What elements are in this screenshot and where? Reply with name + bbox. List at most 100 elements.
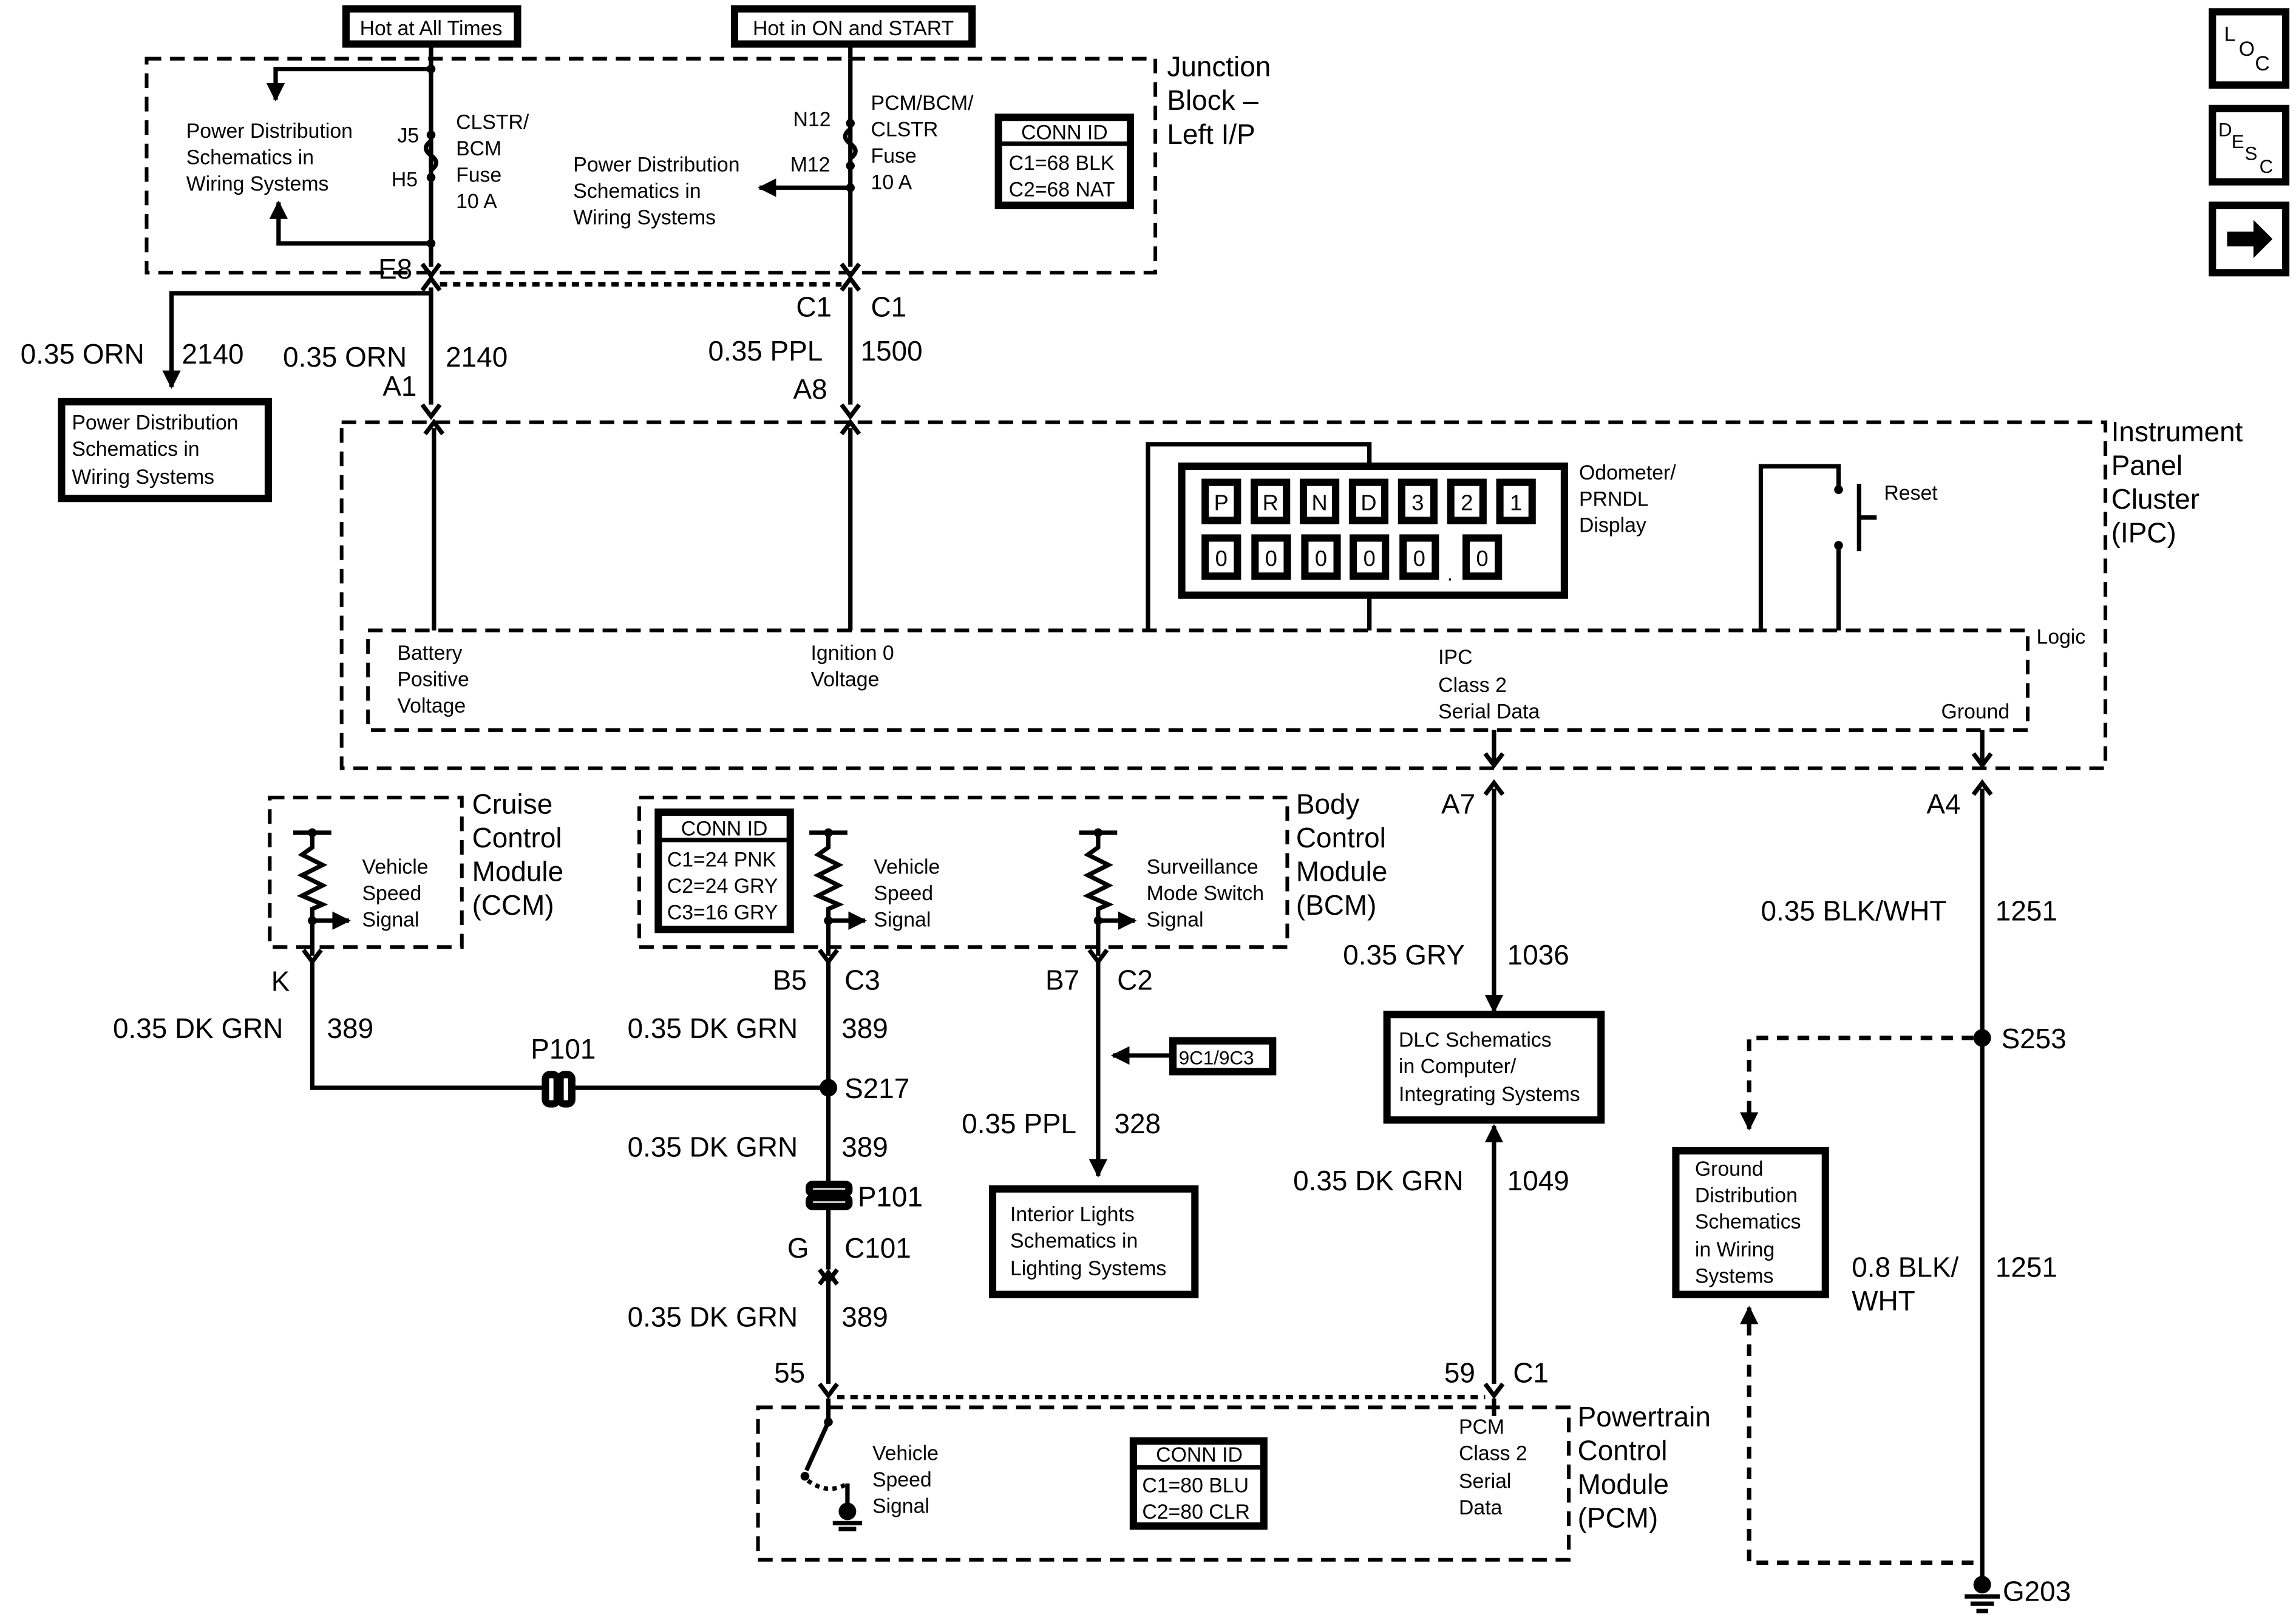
- svg-text:C1: C1: [1513, 1357, 1549, 1389]
- loc-icon: LOC: [2224, 23, 2270, 75]
- odometer-digit: 0: [1399, 534, 1439, 580]
- svg-text:Ground: Ground: [1695, 1158, 1764, 1181]
- svg-text:Control: Control: [1578, 1434, 1668, 1466]
- svg-text:0.35 ORN: 0.35 ORN: [21, 338, 144, 370]
- power-dist-ref-box[interactable]: Power Distribution Schematics in Wiring …: [58, 398, 272, 503]
- svg-text:1251: 1251: [1995, 1252, 2057, 1283]
- svg-text:1049: 1049: [1507, 1165, 1569, 1196]
- svg-text:PCM: PCM: [1459, 1415, 1504, 1439]
- loc-button[interactable]: LOC: [2209, 8, 2290, 89]
- junction-conn-id: CONN ID C1=68 BLK C2=68 NAT: [994, 114, 1135, 209]
- prndl-cell: 3: [1398, 478, 1438, 524]
- hot-all-times-header: Hot at All Times: [342, 5, 521, 48]
- svg-text:Powertrain: Powertrain: [1578, 1401, 1711, 1432]
- svg-text:D: D: [2218, 120, 2232, 141]
- svg-text:Schematics: Schematics: [1695, 1210, 1801, 1233]
- ground-dist-ref-box[interactable]: Ground Distribution Schematics in Wiring…: [1672, 1147, 1829, 1298]
- svg-text:C3: C3: [844, 964, 880, 995]
- svg-text:Vehicle: Vehicle: [872, 1442, 939, 1465]
- svg-text:CONN ID: CONN ID: [681, 818, 768, 841]
- svg-text:Control: Control: [472, 822, 562, 853]
- svg-text:B7: B7: [1045, 964, 1079, 995]
- svg-text:389: 389: [841, 1131, 888, 1163]
- svg-text:328: 328: [1114, 1108, 1161, 1139]
- svg-text:0.8 BLK/: 0.8 BLK/: [1852, 1252, 1958, 1283]
- svg-text:Serial Data: Serial Data: [1438, 700, 1540, 723]
- svg-text:2140: 2140: [182, 338, 243, 370]
- svg-text:0.35 DK GRN: 0.35 DK GRN: [628, 1131, 798, 1163]
- svg-text:Wiring Systems: Wiring Systems: [72, 466, 214, 489]
- svg-text:J5: J5: [397, 124, 419, 147]
- svg-text:Systems: Systems: [1695, 1264, 1774, 1287]
- svg-text:BCM: BCM: [456, 137, 501, 160]
- svg-text:Power Distribution: Power Distribution: [186, 120, 353, 143]
- svg-text:C1: C1: [796, 291, 832, 323]
- svg-text:10 A: 10 A: [456, 190, 497, 213]
- interior-lights-ref-box[interactable]: Interior Lights Schematics in Lighting S…: [988, 1185, 1199, 1298]
- svg-text:Vehicle: Vehicle: [874, 855, 940, 878]
- svg-text:Body: Body: [1296, 788, 1360, 819]
- arrow-right-icon: [2227, 220, 2273, 259]
- svg-text:C1=68 BLK: C1=68 BLK: [1009, 152, 1115, 175]
- svg-text:C1: C1: [871, 291, 907, 323]
- svg-text:Surveillance: Surveillance: [1147, 855, 1258, 878]
- svg-text:3: 3: [1411, 490, 1424, 515]
- svg-text:.: .: [1447, 562, 1453, 585]
- svg-text:Lighting Systems: Lighting Systems: [1010, 1257, 1166, 1280]
- svg-text:S217: S217: [844, 1073, 909, 1104]
- svg-text:Hot at All Times: Hot at All Times: [360, 17, 503, 40]
- svg-text:389: 389: [841, 1301, 888, 1333]
- svg-text:C1=80 BLU: C1=80 BLU: [1142, 1474, 1249, 1497]
- svg-text:1500: 1500: [861, 335, 923, 367]
- svg-text:0: 0: [1364, 546, 1376, 571]
- svg-text:Fuse: Fuse: [456, 164, 501, 187]
- svg-text:10 A: 10 A: [871, 171, 912, 194]
- svg-text:S: S: [2244, 143, 2257, 164]
- svg-text:WHT: WHT: [1852, 1285, 1915, 1317]
- svg-text:Mode Switch: Mode Switch: [1147, 882, 1264, 905]
- svg-text:in Wiring: in Wiring: [1695, 1238, 1775, 1261]
- prndl-cell: N: [1299, 478, 1340, 524]
- svg-text:Module: Module: [1578, 1468, 1669, 1500]
- ref-9c1-9c3[interactable]: 9C1/9C3: [1169, 1037, 1277, 1076]
- svg-text:Hot in ON and START: Hot in ON and START: [753, 17, 954, 40]
- vss-circuit-389: [310, 958, 853, 1400]
- svg-text:Positive: Positive: [397, 668, 469, 691]
- svg-text:C: C: [2255, 52, 2269, 75]
- odometer-digit: 0: [1201, 534, 1241, 580]
- svg-text:CLSTR: CLSTR: [871, 118, 939, 141]
- svg-text:Voltage: Voltage: [397, 694, 466, 717]
- svg-text:Wiring Systems: Wiring Systems: [573, 206, 716, 229]
- svg-text:A4: A4: [1926, 788, 1960, 819]
- svg-text:P101: P101: [858, 1181, 923, 1213]
- svg-text:Instrument: Instrument: [2111, 416, 2243, 447]
- svg-text:A8: A8: [793, 373, 827, 405]
- svg-text:(IPC): (IPC): [2111, 517, 2176, 549]
- svg-text:C2: C2: [1117, 964, 1153, 995]
- svg-text:Module: Module: [472, 856, 563, 887]
- svg-text:0: 0: [1215, 546, 1228, 571]
- svg-text:P: P: [1214, 490, 1229, 515]
- svg-text:E: E: [2232, 131, 2244, 152]
- svg-text:Logic: Logic: [2037, 625, 2086, 648]
- next-button[interactable]: [2209, 202, 2290, 277]
- svg-text:Schematics in: Schematics in: [573, 180, 701, 203]
- odometer-digit: 0: [1462, 534, 1503, 580]
- odometer-digit: 0: [1350, 534, 1390, 580]
- svg-text:Cluster: Cluster: [2111, 483, 2199, 515]
- svg-text:Reset: Reset: [1884, 482, 1938, 505]
- svg-text:1036: 1036: [1507, 939, 1569, 971]
- svg-text:N12: N12: [793, 108, 831, 131]
- svg-text:Schematics in: Schematics in: [1010, 1229, 1138, 1252]
- dlc-ref-box[interactable]: DLC Schematics in Computer/ Integrating …: [1383, 1011, 1605, 1124]
- svg-text:0.35 ORN: 0.35 ORN: [283, 341, 407, 373]
- svg-text:Class 2: Class 2: [1459, 1442, 1527, 1465]
- svg-text:Cruise: Cruise: [472, 788, 553, 819]
- odometer-digit: 0: [1251, 534, 1291, 580]
- svg-text:Speed: Speed: [872, 1468, 932, 1491]
- odometer-digit: 0: [1301, 534, 1341, 580]
- pcm-conn-id: CONN ID C1=80 BLU C2=80 CLR: [1129, 1437, 1268, 1530]
- svg-text:389: 389: [327, 1012, 374, 1044]
- svg-text:Display: Display: [1579, 514, 1646, 537]
